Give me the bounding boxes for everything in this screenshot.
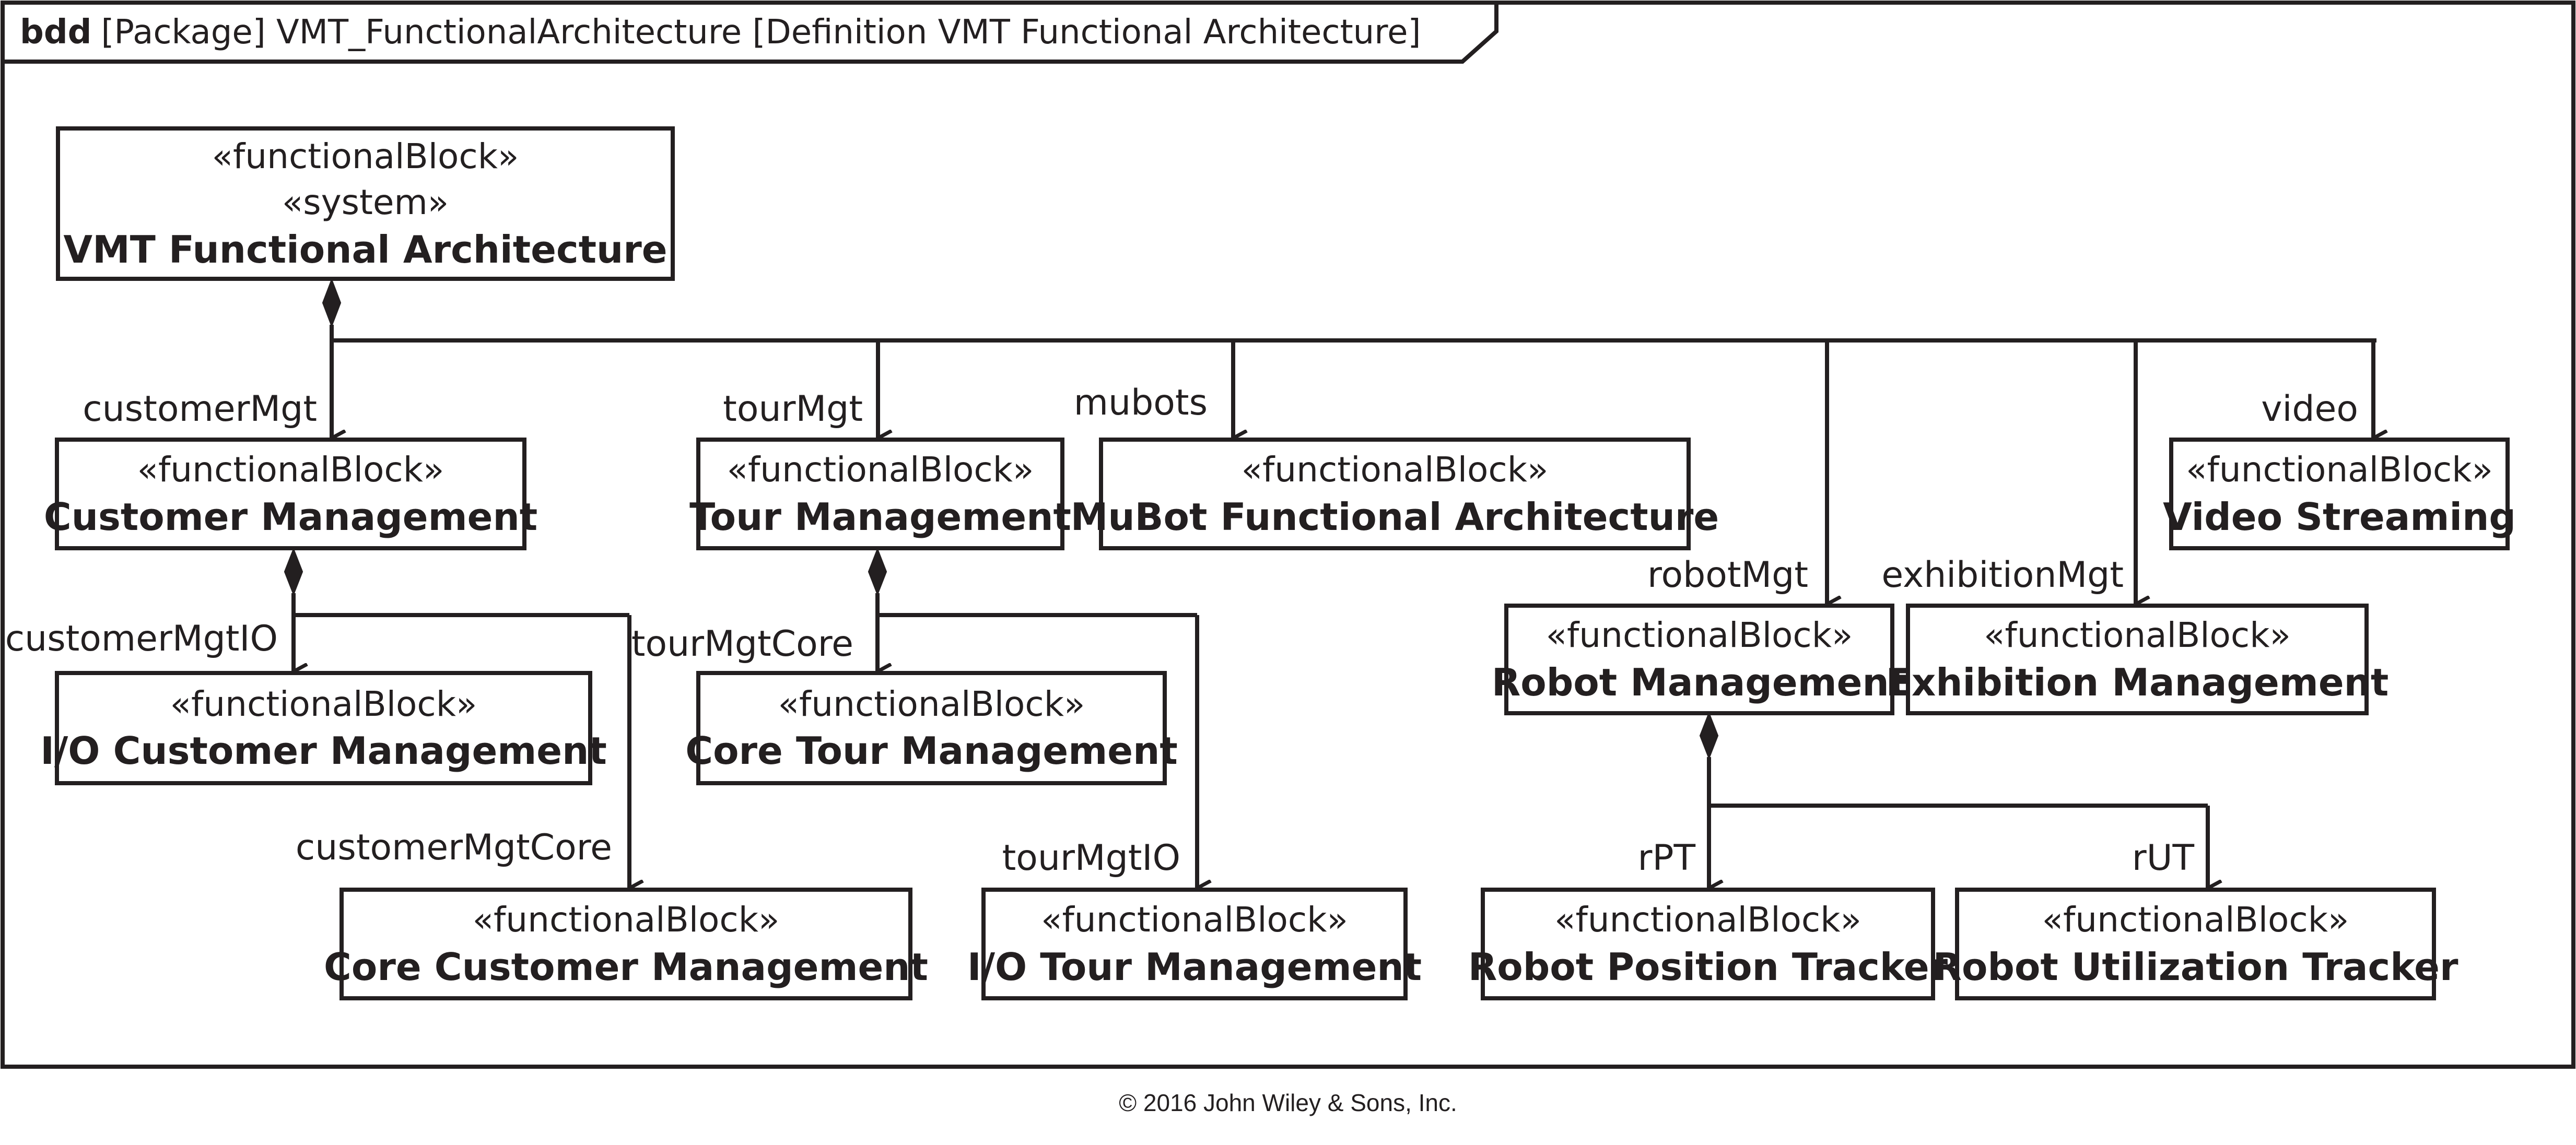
block-io-tour-management[interactable]: «functionalBlock» I/O Tour Management xyxy=(967,888,1422,1000)
role-video: video xyxy=(2261,388,2358,430)
block-stereotype: «functionalBlock» xyxy=(2042,900,2349,940)
frame-border xyxy=(1,1,2575,1069)
block-name: Robot Management xyxy=(1491,660,1907,704)
block-name: Tour Management xyxy=(689,494,1071,539)
diagram-title: [Package] VMT_FunctionalArchitecture [De… xyxy=(101,13,1421,52)
block-name: Core Customer Management xyxy=(324,945,928,989)
block-stereotype-system: «system» xyxy=(282,182,449,222)
block-vmt-functional-architecture[interactable]: «functionalBlock» «system» VMT Functiona… xyxy=(56,126,675,281)
block-mubot-functional-architecture[interactable]: «functionalBlock» MuBot Functional Archi… xyxy=(1071,438,1719,550)
role-exhibitionMgt: exhibitionMgt xyxy=(1881,554,2124,596)
block-name: Robot Utilization Tracker xyxy=(1933,945,2458,989)
composition-diamond-customer xyxy=(284,547,303,596)
role-robotMgt: robotMgt xyxy=(1647,554,1808,596)
block-stereotype: «functionalBlock» xyxy=(1545,615,1853,656)
block-tour-management[interactable]: «functionalBlock» Tour Management xyxy=(689,438,1071,550)
block-robot-utilization-tracker[interactable]: «functionalBlock» Robot Utilization Trac… xyxy=(1933,888,2458,1000)
block-name: Robot Position Tracker xyxy=(1468,945,1948,989)
role-customerMgtCore: customerMgtCore xyxy=(295,827,612,868)
block-io-customer-management[interactable]: «functionalBlock» I/O Customer Managemen… xyxy=(40,671,607,785)
block-name: Customer Management xyxy=(43,494,538,539)
frame-header-tab xyxy=(3,3,1498,64)
composition-diamond-robot xyxy=(1699,711,1719,760)
frame-header: bdd [Package] VMT_FunctionalArchitecture… xyxy=(5,4,1496,61)
block-name: Video Streaming xyxy=(2163,494,2516,539)
block-name: MuBot Functional Architecture xyxy=(1070,494,1719,539)
block-name: Exhibition Management xyxy=(1886,660,2389,704)
block-stereotype: «functionalBlock» xyxy=(2186,450,2493,490)
role-mubots: mubots xyxy=(1073,382,1208,423)
block-name: VMT Functional Architecture xyxy=(63,227,668,272)
block-customer-management[interactable]: «functionalBlock» Customer Management xyxy=(44,438,537,550)
block-exhibition-management[interactable]: «functionalBlock» Exhibition Management xyxy=(1886,604,2388,715)
role-tourMgt: tourMgt xyxy=(723,388,863,430)
block-stereotype: «functionalBlock» xyxy=(472,900,780,940)
block-stereotype: «functionalBlock» xyxy=(727,450,1034,490)
block-stereotype: «functionalBlock» xyxy=(212,136,519,177)
block-core-tour-management[interactable]: «functionalBlock» Core Tour Management xyxy=(685,671,1178,785)
block-name: I/O Tour Management xyxy=(967,945,1422,989)
block-video-streaming[interactable]: «functionalBlock» Video Streaming xyxy=(2163,438,2516,550)
block-robot-position-tracker[interactable]: «functionalBlock» Robot Position Tracker xyxy=(1468,888,1948,1000)
block-stereotype: «functionalBlock» xyxy=(1241,450,1549,490)
composition-diamond-tour xyxy=(868,547,887,596)
copyright-notice: © 2016 John Wiley & Sons, Inc. xyxy=(1119,1089,1457,1116)
role-customerMgtIO: customerMgtIO xyxy=(5,618,278,659)
block-core-customer-management[interactable]: «functionalBlock» Core Customer Manageme… xyxy=(324,888,928,1000)
block-stereotype: «functionalBlock» xyxy=(1554,900,1861,940)
block-stereotype: «functionalBlock» xyxy=(778,683,1085,724)
block-stereotype: «functionalBlock» xyxy=(1984,615,2291,656)
role-customerMgt: customerMgt xyxy=(83,388,317,430)
role-rUT: rUT xyxy=(2132,837,2194,879)
block-stereotype: «functionalBlock» xyxy=(1041,900,1348,940)
block-stereotype: «functionalBlock» xyxy=(170,683,477,724)
diagram-kind: bdd xyxy=(20,13,92,52)
composition-diamond-vmt xyxy=(322,278,342,328)
block-robot-management[interactable]: «functionalBlock» Robot Management xyxy=(1492,604,1907,715)
block-name: I/O Customer Management xyxy=(40,729,607,773)
block-stereotype: «functionalBlock» xyxy=(137,450,444,490)
role-rPT: rPT xyxy=(1637,837,1696,879)
role-tourMgtCore: tourMgtCore xyxy=(631,623,853,665)
role-tourMgtIO: tourMgtIO xyxy=(1002,837,1180,879)
block-name: Core Tour Management xyxy=(685,729,1178,773)
